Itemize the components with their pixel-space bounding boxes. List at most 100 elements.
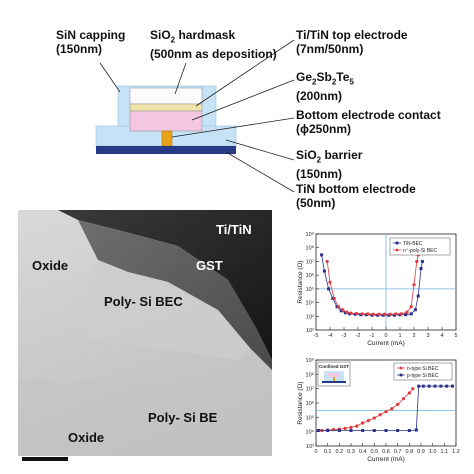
- x-tick-label: 0.3: [347, 449, 355, 455]
- data-point: [409, 305, 413, 309]
- tem-scale-bar: [22, 457, 68, 461]
- y-tick-label: 10⁵: [306, 414, 314, 421]
- inset-bec: [333, 377, 335, 381]
- legend-box: [393, 362, 453, 381]
- y-tick-label: 10⁶: [306, 400, 314, 407]
- data-point: [337, 429, 341, 433]
- data-point: [372, 416, 376, 420]
- label-sin-capping: SiN capping (150nm): [56, 28, 125, 56]
- data-point: [417, 384, 421, 388]
- x-tick-label: 0: [384, 333, 387, 339]
- data-point: [328, 280, 332, 284]
- data-point: [439, 384, 443, 388]
- x-tick-label: -2: [356, 333, 361, 339]
- x-tick-label: 0.5: [371, 449, 379, 455]
- gst-layer: [129, 110, 203, 132]
- data-point: [407, 391, 411, 395]
- x-tick-label: 0.2: [336, 449, 344, 455]
- data-point: [320, 253, 324, 257]
- data-point: [371, 312, 375, 316]
- y-tick-label: 10⁸: [306, 371, 314, 378]
- data-point: [325, 259, 329, 264]
- data-point: [343, 426, 347, 430]
- tem-micrograph: Ti/TiN GST Oxide Poly- Si BEC Poly- Si B…: [18, 210, 272, 456]
- label-top-electrode-line2: (7nm/50nm): [296, 42, 364, 56]
- tem-label-oxide-bottom: Oxide: [68, 430, 105, 445]
- data-point: [361, 429, 365, 433]
- legend-entry: n⁺-poly-Si BEC: [403, 248, 437, 254]
- data-point: [341, 308, 345, 312]
- data-point: [378, 413, 382, 417]
- label-bec-line1: Bottom electrode contact: [296, 108, 441, 122]
- inset-gst: [328, 373, 340, 377]
- label-top-electrode: Ti/TiN top electrode (7nm/50nm): [296, 28, 408, 56]
- data-point: [398, 313, 402, 317]
- label-gst-line2: (200nm): [296, 89, 343, 104]
- y-tick-label: 10³: [306, 314, 314, 320]
- tem-titin-region: [58, 210, 272, 360]
- schematic-svg: [95, 39, 295, 193]
- tem-label-gst: GST: [196, 258, 223, 273]
- data-point: [366, 312, 370, 316]
- legend-entry: p-type Si BEC: [407, 373, 439, 379]
- y-tick-label: 10³: [306, 444, 314, 450]
- data-point: [326, 429, 330, 433]
- label-tin-bottom: TiN bottom electrode (50nm): [296, 182, 416, 210]
- label-bec-line2: (ϕ250nm): [296, 122, 352, 136]
- label-barrier: SiO2 barrier (150nm): [296, 148, 362, 181]
- y-tick-label: 10⁷: [306, 386, 314, 393]
- series-1: [320, 253, 424, 317]
- inset-label: Confined GST: [319, 364, 349, 369]
- data-point: [409, 312, 413, 316]
- data-point: [332, 296, 336, 301]
- data-point: [405, 310, 409, 314]
- y-tick-label: 10⁵: [306, 286, 314, 293]
- label-gst-line1: Ge2Sb2Te5: [296, 70, 354, 87]
- data-point: [366, 418, 371, 423]
- x-tick-label: 0.6: [382, 449, 390, 455]
- label-barrier-line1: SiO2 barrier: [296, 148, 363, 165]
- x-tick-label: -4: [328, 333, 333, 339]
- data-point: [394, 312, 398, 316]
- legend-swatch-marker: [395, 241, 399, 245]
- leader-sin: [99, 62, 121, 93]
- data-point: [359, 313, 363, 317]
- leader-bec: [171, 117, 295, 138]
- x-tick-label: 0.4: [359, 449, 367, 455]
- data-point: [355, 311, 359, 316]
- data-point: [327, 287, 331, 291]
- data-point: [419, 267, 423, 271]
- legend-swatch-marker: [395, 248, 399, 252]
- x-tick-label: 1.2: [452, 449, 460, 455]
- data-point: [392, 313, 396, 317]
- data-point: [355, 424, 359, 428]
- x-tick-label: -3: [342, 333, 347, 339]
- tem-label-poly-bec: Poly- Si BEC: [104, 294, 183, 309]
- data-point: [433, 384, 437, 388]
- label-hardmask: SiO2 hardmask (500nm as deposition): [150, 28, 277, 61]
- series-2: [316, 384, 454, 433]
- y-tick-label: 10⁷: [306, 258, 314, 265]
- data-point: [349, 311, 353, 315]
- y-axis-label: Resistance (Ω): [297, 260, 304, 303]
- x-tick-label: -5: [314, 333, 319, 339]
- legend-swatch-marker: [399, 366, 403, 370]
- tem-label-poly-be: Poly- Si BE: [148, 410, 218, 425]
- data-point: [339, 309, 343, 313]
- label-top-electrode-line1: Ti/TiN top electrode: [296, 28, 408, 42]
- data-point: [413, 308, 417, 312]
- x-tick-label: 3: [426, 333, 429, 339]
- leader-tin-bottom: [225, 151, 295, 193]
- label-barrier-line2: (150nm): [296, 167, 343, 182]
- x-tick-label: 1.0: [429, 449, 437, 455]
- y-tick-label: 10²: [306, 328, 314, 334]
- inset-bottom: [322, 381, 346, 383]
- data-point: [421, 384, 425, 388]
- data-point: [384, 429, 388, 433]
- x-tick-label: 0.7: [394, 449, 402, 455]
- y-tick-label: 10⁹: [306, 357, 314, 364]
- x-tick-label: 0.8: [406, 449, 414, 455]
- x-tick-label: 0.1: [324, 449, 332, 455]
- tem-oxide-band: [18, 380, 272, 456]
